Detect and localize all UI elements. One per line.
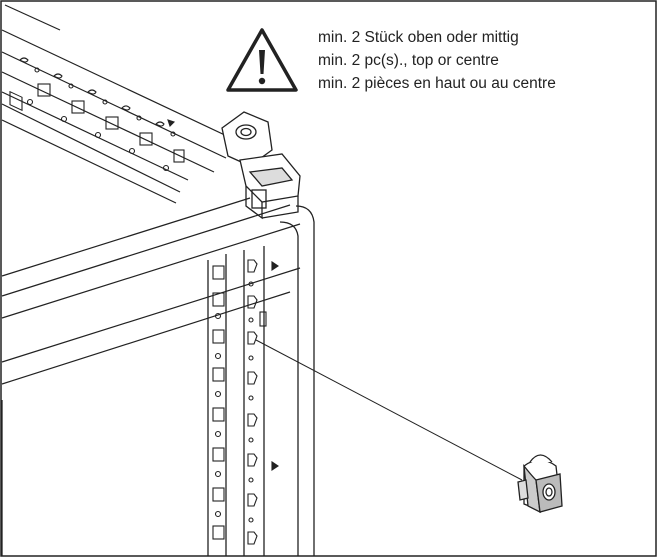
warning-triangle-icon — [226, 28, 298, 92]
front-frame-bars — [1, 197, 301, 385]
instruction-line-de: min. 2 Stück oben oder mittig — [318, 29, 519, 46]
vertical-slots — [212, 265, 225, 540]
vertical-keyholes — [247, 259, 279, 545]
leader-line — [255, 339, 523, 481]
instruction-line-fr: min. 2 pièces en haut ou au centre — [318, 75, 556, 92]
top-rail-slots — [9, 57, 185, 172]
instruction-line-en: min. 2 pc(s)., top or centre — [318, 52, 499, 69]
corner-connector — [221, 111, 301, 220]
cage-nut-clip-icon — [517, 454, 563, 514]
top-frame-rail — [1, 4, 247, 204]
vertical-post — [1, 205, 315, 556]
